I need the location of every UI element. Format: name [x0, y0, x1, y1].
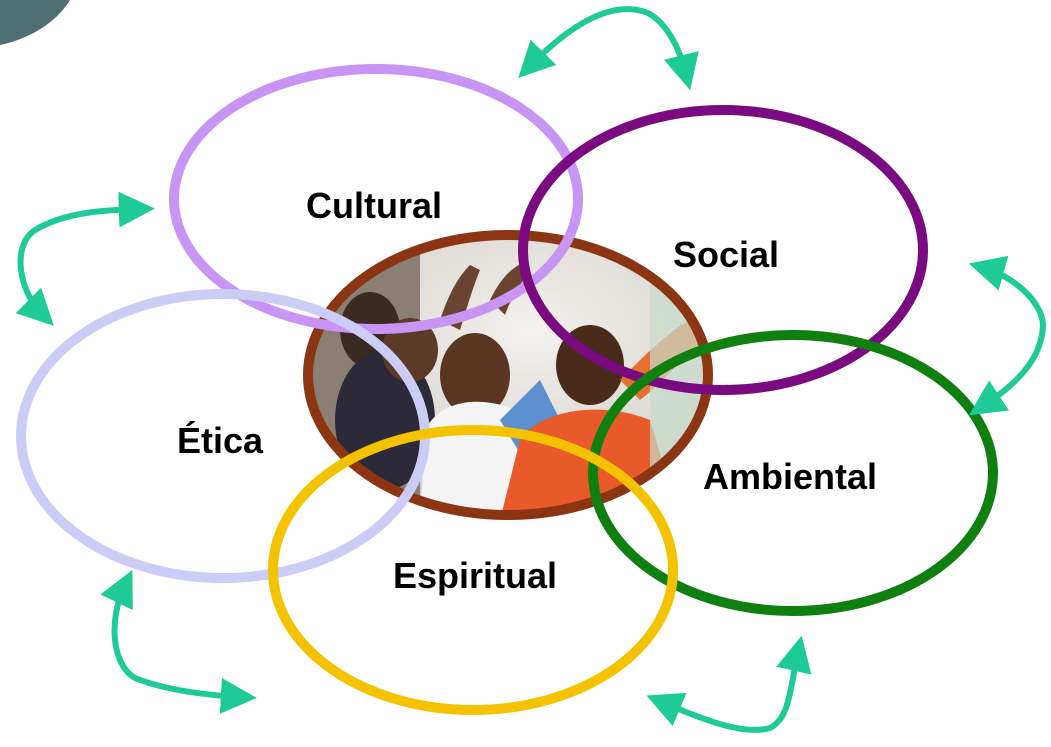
social-ellipse [518, 105, 928, 395]
espiritual-label: Espiritual [393, 555, 557, 596]
right-arrow [968, 255, 1047, 416]
social-label: Social [673, 234, 779, 275]
ambiental-ellipse [588, 330, 998, 616]
espiritual-ellipse [268, 425, 678, 715]
cultural-ellipse [169, 64, 583, 334]
ambiental-label: Ambiental [703, 456, 877, 497]
bottom-right-arrow [646, 635, 812, 733]
cultural-label: Cultural [306, 185, 442, 226]
center-photo-border [303, 230, 713, 520]
bottom-left-arrow [100, 569, 257, 714]
left-arrow [15, 191, 155, 326]
top-arrow [518, 6, 699, 91]
etica-label: Ética [177, 420, 264, 461]
corner-decoration [0, 0, 70, 45]
